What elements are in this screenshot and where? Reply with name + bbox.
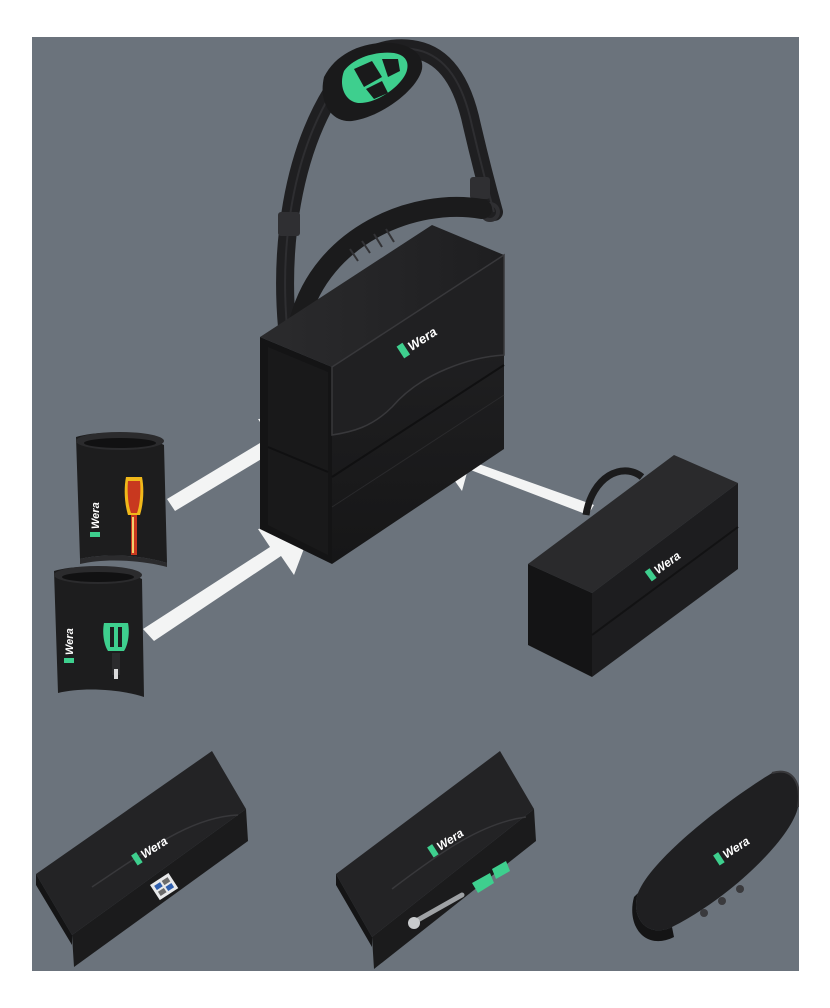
pouch-handle: [582, 467, 645, 516]
strap-buckle: [470, 177, 490, 199]
product-system-illustration: Wera Wera Wera: [32, 37, 799, 971]
folding-pouch-right-roll: Wera: [632, 770, 799, 942]
svg-text:Wera: Wera: [64, 628, 76, 655]
handle-grip: [349, 228, 395, 262]
carry-handle: [290, 196, 492, 329]
folding-pouch-center-ratchet: Wera: [336, 751, 536, 969]
brand-logo: Wera: [90, 502, 102, 537]
holster-wrap-bit-holder: Wera: [54, 566, 144, 697]
ratchet-icon: [408, 861, 510, 929]
screwdriver-icon: [124, 477, 144, 555]
brand-logo: Wera: [64, 628, 76, 663]
bit-card-icon: [150, 873, 179, 901]
bit-holder-icon: [103, 623, 129, 679]
tool-box-bag: Wera: [260, 39, 505, 564]
hex-key-icon: [700, 885, 744, 917]
box-pouch-with-handle: Wera: [528, 455, 739, 677]
bag-front-lid: [331, 253, 505, 436]
arrow-icon: [143, 522, 314, 641]
svg-text:Wera: Wera: [90, 502, 102, 529]
folding-pouch-left: Wera: [36, 751, 248, 967]
bag-top: [260, 225, 504, 367]
holster-wrap-screwdriver: Wera: [76, 432, 167, 567]
strap-buckle: [278, 212, 300, 236]
